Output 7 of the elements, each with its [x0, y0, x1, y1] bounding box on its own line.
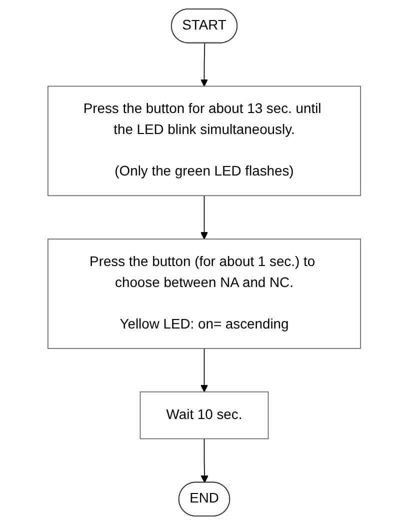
- node-box: Press the button (for about 1 sec.) to choose between NA and NC. Yellow LED: on= ascending: [48, 238, 362, 349]
- arrow: [200, 348, 208, 392]
- node-box: Press the button for about 13 sec. until the LED blink simultaneously. (Only the green LED flashes): [48, 86, 362, 196]
- arrow: [200, 438, 209, 483]
- arrow: [200, 42, 208, 87]
- node-box: Wait 10 sec.: [140, 391, 269, 440]
- arrow: [200, 195, 208, 240]
